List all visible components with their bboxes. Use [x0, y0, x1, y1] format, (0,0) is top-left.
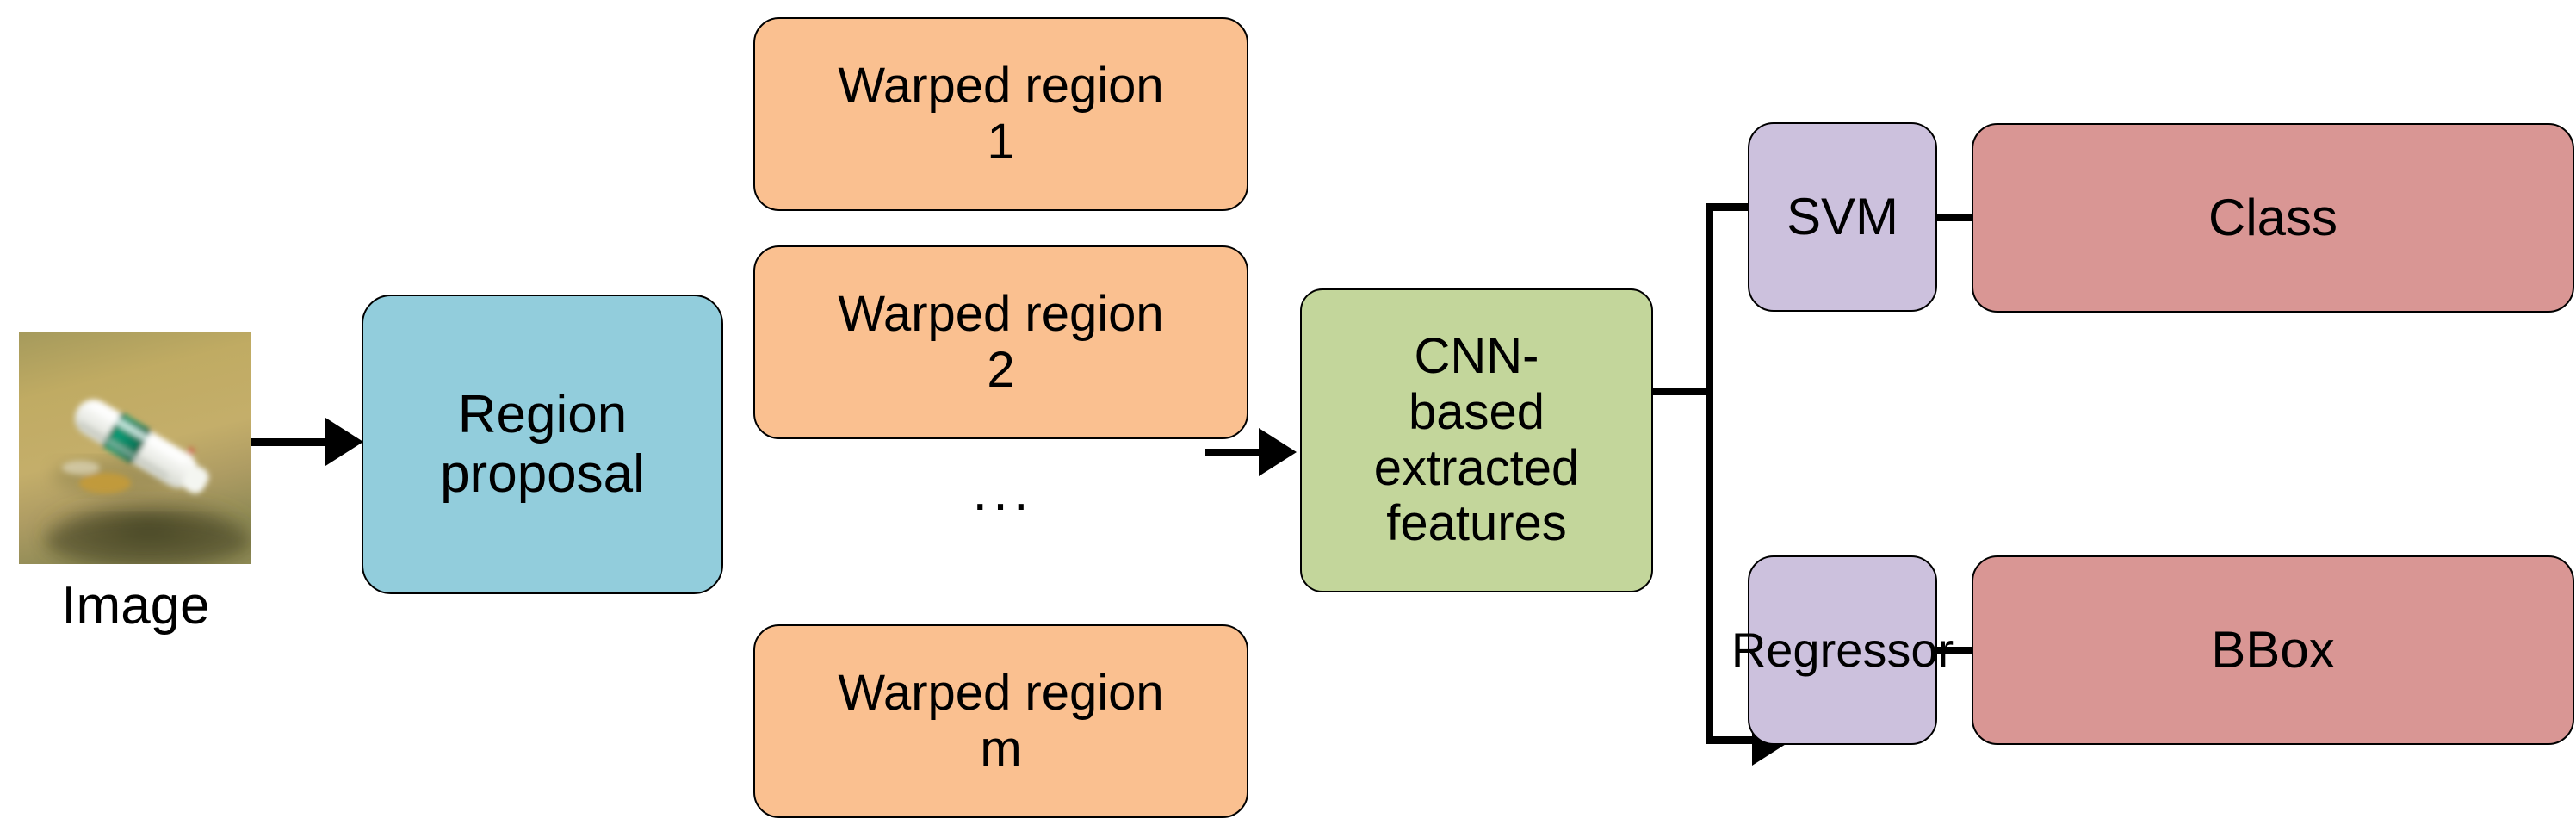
node-warped-region-1-label: Warped region 1: [838, 57, 1164, 170]
node-cnn-extracted-features[interactable]: CNN- based extracted features: [1300, 288, 1653, 592]
connector-branch-stem: [1653, 388, 1713, 395]
node-bbox-output-label: BBox: [2211, 621, 2335, 679]
node-warped-region-1[interactable]: Warped region 1: [753, 17, 1248, 211]
node-region-proposal[interactable]: Region proposal: [362, 295, 723, 594]
connector-line: [1937, 647, 1982, 654]
node-svm[interactable]: SVM: [1748, 122, 1937, 312]
arrowhead-icon: [325, 418, 363, 466]
node-class-output[interactable]: Class: [1972, 123, 2574, 313]
node-warped-region-m[interactable]: Warped region m: [753, 624, 1248, 818]
node-cnn-extracted-features-label: CNN- based extracted features: [1373, 327, 1580, 552]
node-warped-region-2[interactable]: Warped region 2: [753, 245, 1248, 439]
connector-branch-upper-arm: [1706, 203, 1757, 211]
node-warped-region-2-label: Warped region 2: [838, 285, 1164, 398]
node-warped-region-m-label: Warped region m: [838, 664, 1164, 777]
connector-line: [1937, 214, 1982, 221]
connector-line: [1205, 449, 1262, 456]
connector-line: [251, 438, 329, 446]
image-label: Image: [61, 576, 210, 636]
connector-branch-spine: [1706, 203, 1713, 744]
node-class-output-label: Class: [2208, 189, 2338, 247]
node-regressor-label: Regressor: [1731, 622, 1954, 677]
node-bbox-output[interactable]: BBox: [1972, 555, 2574, 745]
node-regressor[interactable]: Regressor: [1731, 555, 1954, 745]
warped-regions-ellipsis: ...: [972, 460, 1034, 522]
arrowhead-icon: [1259, 428, 1297, 476]
connector-branch-lower-arm: [1706, 736, 1757, 744]
image-thumbnail: [19, 332, 251, 564]
node-region-proposal-label: Region proposal: [440, 384, 645, 504]
node-svm-label: SVM: [1786, 188, 1899, 246]
